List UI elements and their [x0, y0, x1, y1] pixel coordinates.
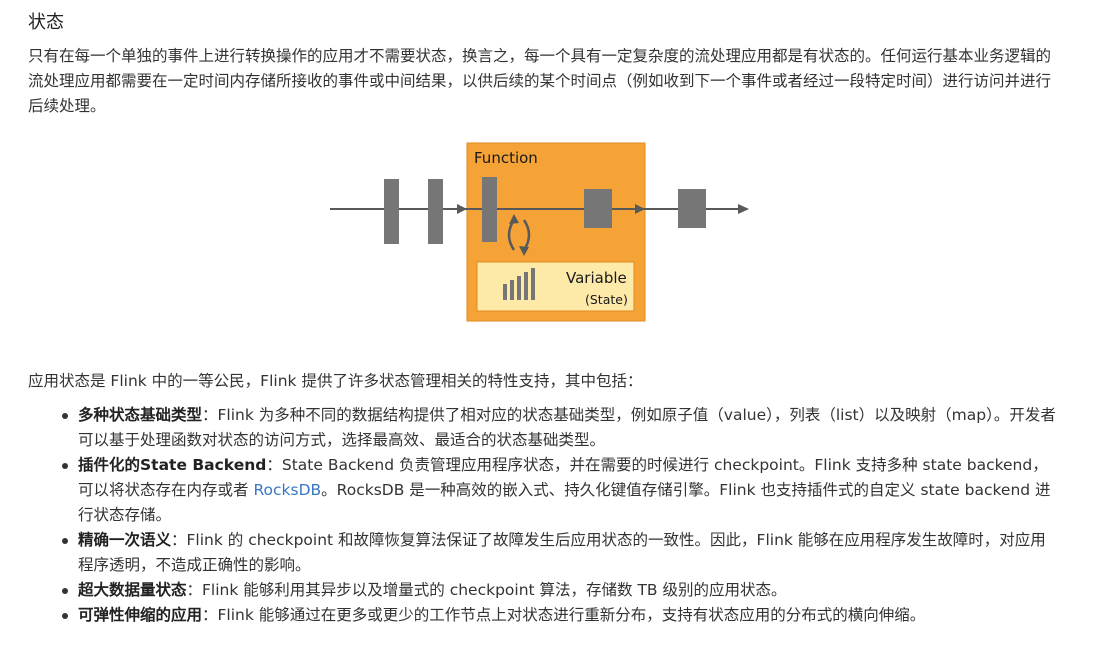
state-label: (State)	[585, 292, 628, 307]
feature-title: 插件化的State Backend	[78, 456, 267, 474]
state-access-arrowhead-left	[509, 214, 519, 224]
state-bar-3	[517, 276, 521, 300]
list-item: 精确一次语义：Flink 的 checkpoint 和故障恢复算法保证了故障发生…	[62, 528, 1058, 578]
state-bar-1	[503, 284, 507, 300]
state-bar-4	[524, 272, 528, 300]
section-heading: 状态	[28, 12, 64, 33]
variable-state-box	[476, 261, 635, 312]
state-diagram-svg: Function Variable (State)	[330, 142, 749, 322]
state-bar-5	[531, 268, 535, 300]
event-incoming-1	[384, 179, 399, 244]
rocksdb-link[interactable]: RocksDB	[253, 481, 322, 499]
feature-title: 超大数据量状态	[78, 581, 187, 599]
event-output-1	[584, 189, 612, 228]
event-processing	[482, 177, 497, 242]
arrow-head	[738, 204, 749, 214]
arrow-inside-function	[635, 204, 645, 214]
feature-text: ：Flink 能够通过在更多或更少的工作节点上对状态进行重新分布，支持有状态应用…	[202, 606, 926, 624]
function-label: Function	[474, 149, 538, 167]
feature-list: 多种状态基础类型：Flink 为多种不同的数据结构提供了相对应的状态基础类型，例…	[28, 403, 1058, 628]
feature-text: ：Flink 为多种不同的数据结构提供了相对应的状态基础类型，例如原子值（val…	[78, 406, 1056, 449]
arrow-into-function	[457, 204, 467, 214]
feature-text: ：Flink 的 checkpoint 和故障恢复算法保证了故障发生后应用状态的…	[78, 531, 1046, 574]
event-output-2	[678, 189, 706, 228]
feature-text: ：State Backend 负责管理应用程序状态，并在需要的时候进行 chec…	[78, 456, 1048, 499]
state-access-arrowhead-right	[519, 246, 529, 256]
list-item: 超大数据量状态：Flink 能够利用其异步以及增量式的 checkpoint 算…	[62, 578, 1058, 603]
variable-label: Variable	[566, 269, 627, 287]
list-item: 可弹性伸缩的应用：Flink 能够通过在更多或更少的工作节点上对状态进行重新分布…	[62, 603, 1058, 628]
list-item: 多种状态基础类型：Flink 为多种不同的数据结构提供了相对应的状态基础类型，例…	[62, 403, 1058, 453]
feature-text-after: 。RocksDB 是一种高效的嵌入式、持久化键值存储引擎。Flink 也支持插件…	[78, 481, 1051, 524]
feature-title: 多种状态基础类型	[78, 406, 203, 424]
feature-title: 可弹性伸缩的应用	[78, 606, 203, 624]
state-diagram: Function Variable (State)	[328, 140, 758, 325]
event-incoming-2	[428, 179, 443, 244]
list-item: 插件化的State Backend：State Backend 负责管理应用程序…	[62, 453, 1058, 528]
feature-text: ：Flink 能够利用其异步以及增量式的 checkpoint 算法，存储数 T…	[186, 581, 787, 599]
feature-title: 精确一次语义	[78, 531, 172, 549]
state-bar-2	[510, 280, 514, 300]
intro-paragraph: 只有在每一个单独的事件上进行转换操作的应用才不需要状态，换言之，每一个具有一定复…	[28, 47, 1052, 115]
features-lead: 应用状态是 Flink 中的一等公民，Flink 提供了许多状态管理相关的特性支…	[28, 372, 643, 390]
